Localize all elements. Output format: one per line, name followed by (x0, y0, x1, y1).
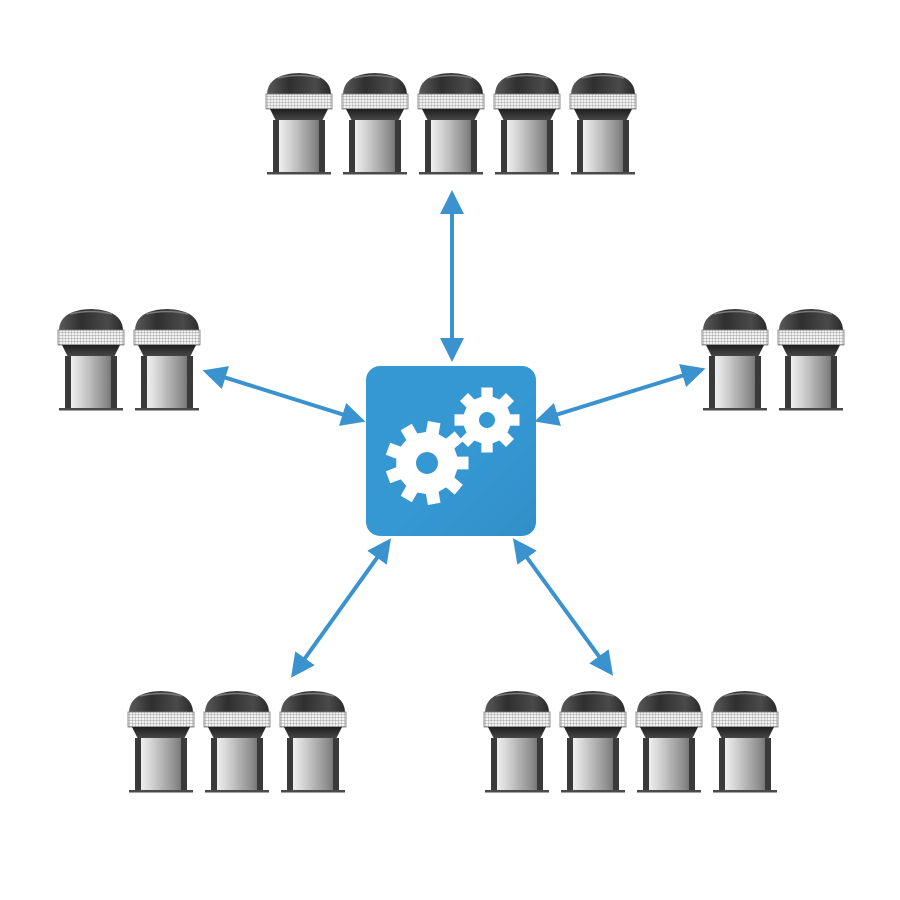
arrow-left (202, 366, 366, 426)
gears-icon (385, 387, 520, 505)
fan-group-right (700, 308, 846, 413)
roof-fan-icon (278, 690, 348, 795)
fan-group-bottom-right (482, 690, 780, 795)
fan-group-bottom-left (126, 690, 348, 795)
roof-fan-icon (492, 72, 562, 177)
roof-fan-icon (776, 308, 846, 413)
large-gear-icon (385, 421, 469, 505)
roof-fan-icon (56, 308, 126, 413)
fan-group-top (264, 72, 638, 177)
roof-fan-icon (482, 690, 552, 795)
central-controller (366, 366, 536, 536)
roof-fan-icon (264, 72, 334, 177)
small-gear-icon (454, 387, 520, 453)
arrow-bottom-left (291, 538, 391, 678)
fan-group-left (56, 308, 202, 413)
roof-fan-icon (126, 690, 196, 795)
roof-fan-icon (700, 308, 770, 413)
roof-fan-icon (634, 690, 704, 795)
roof-fan-icon (416, 72, 486, 177)
arrow-right (534, 364, 706, 426)
roof-fan-icon (710, 690, 780, 795)
roof-fan-icon (132, 308, 202, 413)
arrow-bottom-right (512, 538, 614, 676)
roof-fan-icon (202, 690, 272, 795)
roof-fan-icon (340, 72, 410, 177)
roof-fan-icon (558, 690, 628, 795)
roof-fan-icon (568, 72, 638, 177)
